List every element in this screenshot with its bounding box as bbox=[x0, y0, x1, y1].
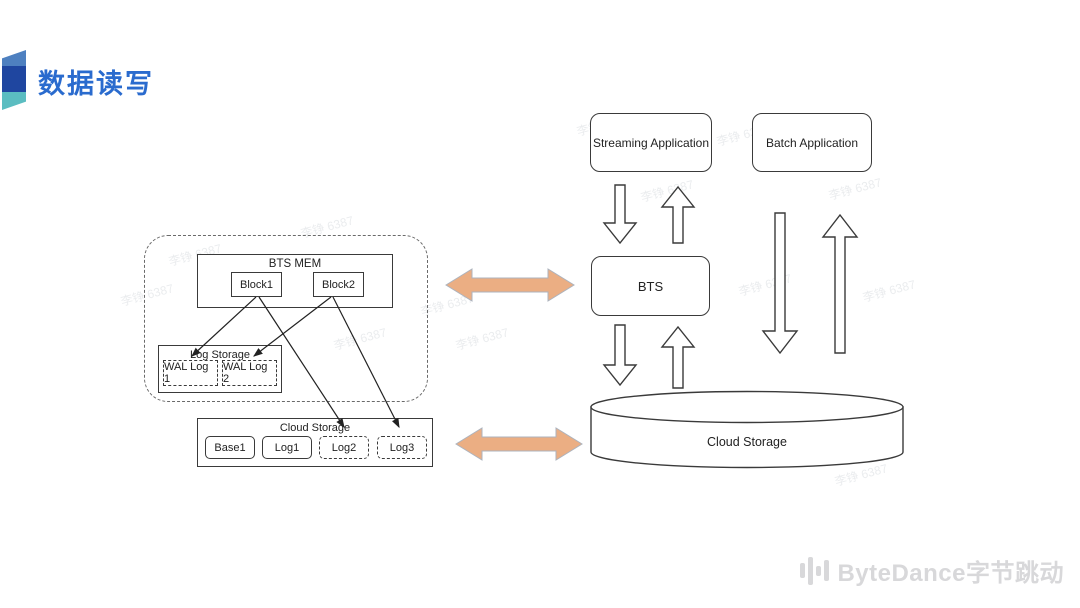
watermark-text: 李铮 6387 bbox=[737, 271, 794, 299]
bytedance-bars-icon bbox=[800, 556, 830, 585]
watermark-text: 李铮 6387 bbox=[861, 277, 918, 305]
batch-application-label: Batch Application bbox=[765, 135, 859, 150]
log1-label: Log1 bbox=[274, 441, 300, 454]
page-title: 数据读写 bbox=[38, 69, 154, 99]
logo-band-top bbox=[2, 50, 26, 66]
block1-box: Block1 bbox=[231, 272, 282, 297]
arrow-bts-up-to-streaming bbox=[660, 185, 696, 244]
watermark-text: 李铮 6387 bbox=[639, 177, 696, 205]
cloud-storage-box-label: Cloud Storage bbox=[279, 422, 351, 434]
wal-log-2-label: WAL Log 2 bbox=[223, 361, 268, 385]
base1-label: Base1 bbox=[214, 441, 246, 454]
logo-band-bottom bbox=[2, 91, 26, 110]
arrow-cloud-up-to-batch bbox=[821, 213, 859, 354]
logo-band-mid bbox=[2, 65, 26, 92]
wal-log-2-box: WAL Log 2 bbox=[222, 360, 277, 386]
watermark-text: 李铮 6387 bbox=[833, 461, 890, 489]
block2-box: Block2 bbox=[313, 272, 364, 297]
bts-box: BTS bbox=[591, 256, 710, 316]
watermark-text: 李铮 6387 bbox=[454, 325, 511, 353]
block1-label: Block1 bbox=[239, 278, 274, 291]
arrow-streaming-down-to-bts bbox=[602, 184, 638, 245]
cloud-storage-cylinder-label: Cloud Storage bbox=[707, 435, 787, 449]
log3-box: Log3 bbox=[377, 436, 427, 459]
cloud-storage-cylinder bbox=[590, 390, 904, 469]
wal-log-1-box: WAL Log 1 bbox=[163, 360, 218, 386]
streaming-application-label: Streaming Application bbox=[592, 135, 710, 150]
base1-box: Base1 bbox=[205, 436, 255, 459]
block2-label: Block2 bbox=[321, 278, 356, 291]
wal-log-1-label: WAL Log 1 bbox=[164, 361, 209, 385]
log3-label: Log3 bbox=[389, 441, 415, 454]
bts-label: BTS bbox=[637, 278, 664, 294]
watermark-text: 李铮 6387 bbox=[827, 175, 884, 203]
bytedance-logo-text: ByteDance字节跳动 bbox=[837, 560, 1064, 587]
arrow-batch-down-to-cloud bbox=[761, 212, 799, 355]
log2-label: Log2 bbox=[331, 441, 357, 454]
orange-arrow-cloudbox-cylinder bbox=[455, 427, 583, 461]
arrow-cloud-up-to-bts bbox=[660, 325, 696, 389]
bytedance-logo: ByteDance字节跳动 bbox=[800, 553, 1064, 588]
batch-application-box: Batch Application bbox=[752, 113, 872, 172]
orange-arrow-btsmem-bts bbox=[445, 268, 575, 302]
arrow-bts-down-to-cloud bbox=[602, 324, 638, 387]
log2-box: Log2 bbox=[319, 436, 369, 459]
bts-mem-label: BTS MEM bbox=[268, 258, 322, 270]
slide-corner-logo bbox=[2, 50, 26, 110]
streaming-application-box: Streaming Application bbox=[590, 113, 712, 172]
log1-box: Log1 bbox=[262, 436, 312, 459]
